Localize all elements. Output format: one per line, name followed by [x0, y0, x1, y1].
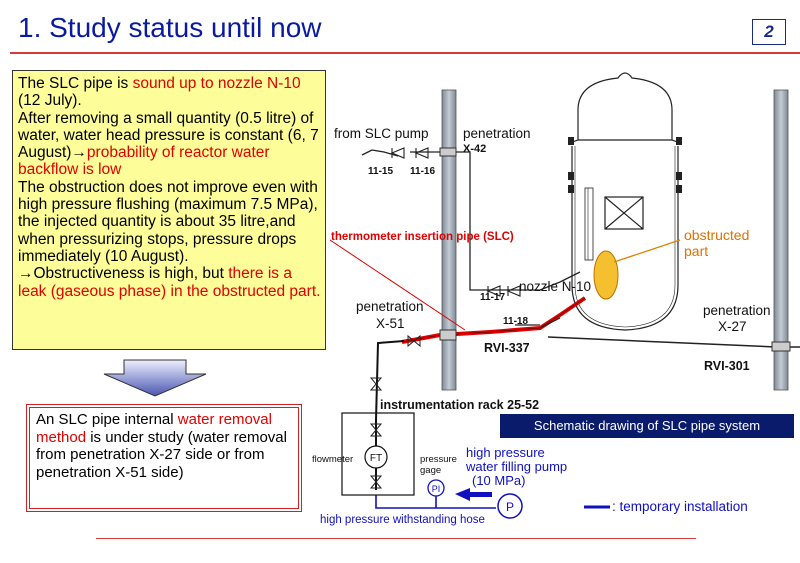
rack-valve-inner-bottom: [369, 475, 383, 489]
valve-11-17-label: 11-17: [480, 292, 505, 303]
rack-supply-line: [375, 340, 405, 421]
status-item-3: The obstruction does not improve even wi…: [18, 178, 318, 265]
part-label: part: [684, 243, 708, 259]
from-slc-pump-label: from SLC pump: [334, 126, 429, 141]
schematic-caption: Schematic drawing of SLC pipe system: [500, 414, 794, 438]
obstructed-part-marker: [593, 250, 619, 300]
footer-divider: [96, 538, 696, 539]
x42-label: X-42: [463, 143, 486, 155]
penetration-x42-label: penetration: [463, 126, 531, 141]
study-box: An SLC pipe internal water removal metho…: [26, 404, 302, 512]
check-valve-11-17: [486, 285, 501, 297]
flowmeter-label: flowmeter: [312, 454, 353, 465]
penetration-x42-sleeve: [439, 147, 457, 157]
rack-valve-inner-top: [369, 423, 383, 437]
x51-label: X-51: [376, 316, 405, 331]
rack-valve-upper: [369, 377, 383, 391]
instrumentation-rack: [341, 412, 415, 496]
status-item-2: After removing a small quantity (0.5 lit…: [18, 109, 319, 179]
penetration-x27-sleeve: [771, 341, 791, 352]
ft-label: FT: [370, 453, 382, 464]
penetration-x51-label: penetration: [356, 299, 424, 314]
thermometer-insertion-pipe: [401, 296, 587, 344]
pressure-gage-icon: [427, 479, 445, 497]
thermometer-pipe-label: thermometer insertion pipe (SLC): [331, 231, 514, 243]
valve-11-18-label: 11-18: [503, 316, 528, 327]
pi-label: PI: [432, 484, 441, 494]
pressure-label: pressure: [420, 454, 457, 465]
rvi-337-label: RVI-337: [484, 341, 530, 355]
instrumentation-rack-label: instrumentation rack 25-52: [380, 398, 539, 412]
page-title: 1. Study status until now: [18, 12, 322, 43]
temporary-installation-legend: : temporary installation: [612, 499, 748, 514]
hose-label: high pressure withstanding hose: [320, 514, 485, 526]
status-item-4: →Obstructiveness is high, but there is a…: [18, 265, 321, 300]
containment-wall-right: [773, 89, 789, 391]
x51-valve: [407, 334, 421, 348]
page-number: 2: [752, 19, 786, 45]
water-filling-pump-icon: [497, 493, 523, 519]
slc-inlet-line: [361, 149, 581, 291]
check-valve-11-18: [506, 285, 521, 297]
penetration-x27-label: penetration: [703, 303, 771, 318]
check-valve-11-15: [390, 147, 405, 159]
flowmeter-icon: [364, 445, 388, 469]
pump-label-1: high pressure: [466, 445, 545, 460]
down-arrow-icon: [103, 359, 207, 397]
pump-label-3: (10 MPa): [472, 473, 525, 488]
penetration-x51-sleeve: [439, 329, 457, 341]
x27-label: X-27: [718, 319, 747, 334]
p-label: P: [506, 500, 514, 514]
nozzle-n10-label: nozzle N-10: [519, 279, 591, 294]
thermometer-pointer: [329, 239, 466, 331]
pump-direction-arrow: [455, 488, 492, 501]
status-item-1: The SLC pipe is sound up to nozzle N-10 …: [18, 75, 301, 110]
valve-11-16-label: 11-16: [410, 166, 435, 177]
temporary-hose: [375, 495, 496, 509]
pump-label-2: water filling pump: [465, 459, 567, 474]
containment-wall-left: [441, 89, 457, 391]
gage-label: gage: [420, 465, 441, 476]
valve-11-15-label: 11-15: [368, 166, 393, 177]
status-box: The SLC pipe is sound up to nozzle N-10 …: [12, 70, 326, 350]
obstructed-label: obstructed: [684, 227, 749, 243]
obstructed-pointer: [613, 239, 681, 263]
rvi-301-line: [547, 336, 800, 348]
check-valve-11-16: [414, 147, 429, 159]
title-divider: [10, 52, 800, 54]
rvi-301-label: RVI-301: [704, 359, 750, 373]
vessel-bolts: [568, 137, 682, 193]
